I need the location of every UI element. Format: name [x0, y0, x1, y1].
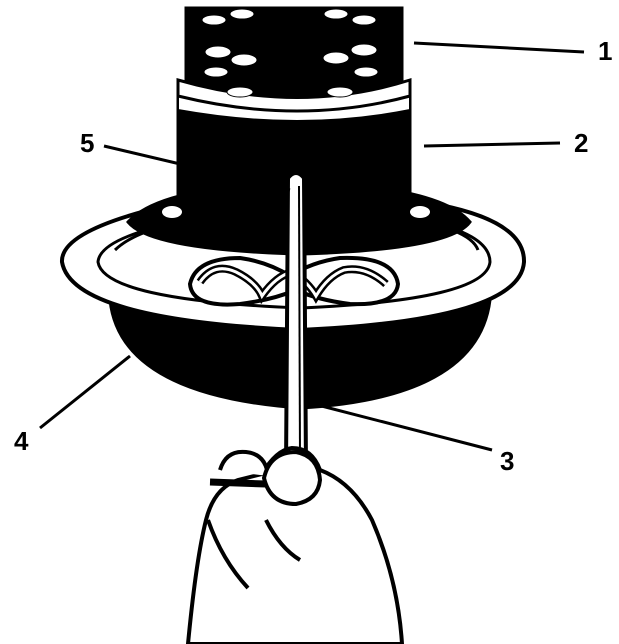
- hub-bolt-hole-left: [160, 204, 184, 220]
- callout-2: 2: [574, 128, 588, 158]
- hand: [185, 445, 405, 644]
- callout-4: 4: [14, 426, 29, 456]
- feeler-tool: [283, 171, 309, 472]
- feeler-tool-shading: [298, 185, 301, 461]
- callout-3: 3: [500, 446, 514, 476]
- leader-line-5: [103, 144, 291, 192]
- hub-bolt-hole-right: [408, 204, 432, 220]
- upper-cylinder: [184, 6, 404, 98]
- leader-line-1: [413, 41, 585, 54]
- callout-5: 5: [80, 128, 94, 158]
- upper-cylinder-rim: [176, 77, 412, 113]
- leader-line-4: [39, 354, 131, 430]
- leader-lines: [39, 41, 585, 452]
- leader-line-2: [423, 141, 561, 148]
- upper-cylinder-slots: [201, 8, 379, 98]
- callout-1: 1: [598, 36, 612, 66]
- leader-line-3: [305, 400, 493, 452]
